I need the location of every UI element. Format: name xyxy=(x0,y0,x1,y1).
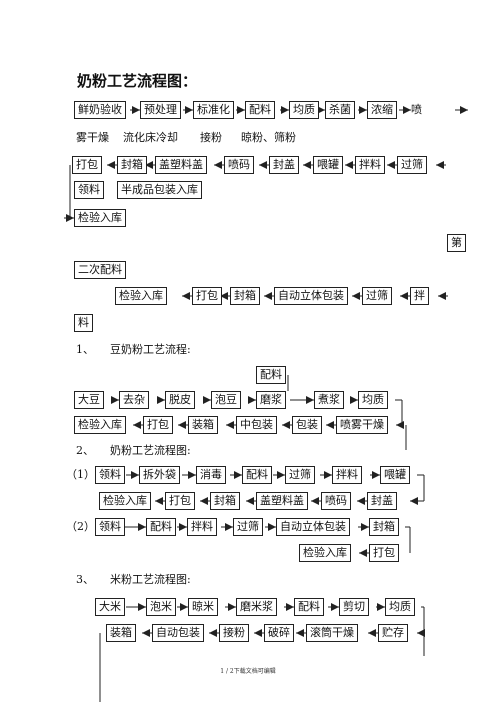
milk-step-pack: 打包 xyxy=(165,492,195,510)
milk-step-mix-2: 拌料 xyxy=(187,518,217,536)
step-homogenize: 均质 xyxy=(289,101,319,119)
milk-step-batching-2: 配料 xyxy=(146,518,176,536)
rice-step-batching: 配料 xyxy=(294,598,324,616)
step-semi-finished-storage: 半成品包装入库 xyxy=(117,181,202,199)
soy-step-homogenize: 均质 xyxy=(358,391,388,409)
soy-step-pack: 打包 xyxy=(143,416,173,434)
step-concentrate: 浓缩 xyxy=(367,101,397,119)
step-auto-packaging: 自动立体包装 xyxy=(274,287,348,305)
rice-step-shear: 剪切 xyxy=(339,598,369,616)
milk-step-material-pickup-2: 领料 xyxy=(95,518,125,536)
step-spray-part2: 雾干燥 xyxy=(76,131,109,144)
page-footer: 1 / 2下载文档可编辑 xyxy=(220,668,276,675)
section2-heading: 奶粉工艺流程图: xyxy=(110,444,191,457)
soy-step-soybean: 大豆 xyxy=(74,391,104,409)
rice-step-grind-slurry: 磨米浆 xyxy=(236,598,277,616)
soy-step-remove-impurities: 去杂 xyxy=(119,391,149,409)
step-inspect-store: 检验入库 xyxy=(74,209,126,227)
step-fluid-bed-cooling: 流化床冷却 xyxy=(123,131,178,144)
rice-step-auto-pack: 自动包装 xyxy=(152,624,204,642)
page-title: 奶粉工艺流程图： xyxy=(77,72,198,90)
step-sterilize: 杀菌 xyxy=(325,101,355,119)
milk-step-seal-lid: 封盖 xyxy=(367,492,397,510)
section1-number: 1、 xyxy=(76,343,94,356)
section2-label-2: （2） xyxy=(66,520,95,533)
step-inkjet-code: 喷码 xyxy=(224,156,254,174)
soy-step-spray-dry: 喷雾干燥 xyxy=(336,416,388,434)
section3-heading: 米粉工艺流程图: xyxy=(110,573,191,586)
rice-step-boxing: 装箱 xyxy=(106,624,136,642)
step-can-feed: 喂罐 xyxy=(313,156,343,174)
step-inspect-store-2: 检验入库 xyxy=(115,287,167,305)
step-spray-part1: 喷 xyxy=(411,103,422,116)
soy-step-mid-pack: 中包装 xyxy=(236,416,277,434)
step-side-label: 第 xyxy=(447,234,466,252)
soy-step-boxing: 装箱 xyxy=(188,416,218,434)
step-seal-box-2: 封箱 xyxy=(230,287,260,305)
soy-step-dehull: 脱皮 xyxy=(165,391,195,409)
rice-step-crush: 破碎 xyxy=(264,624,294,642)
step-sieve-2: 过筛 xyxy=(362,287,392,305)
milk-step-plastic-cap: 盖塑料盖 xyxy=(256,492,308,510)
step-seal-lid: 封盖 xyxy=(269,156,299,174)
step-pack: 打包 xyxy=(72,156,102,174)
milk-step-inspect-store-2: 检验入库 xyxy=(299,544,351,562)
rice-step-homogenize: 均质 xyxy=(385,598,415,616)
rice-step-dry-rice: 晾米 xyxy=(188,598,218,616)
rice-step-drum-dry: 滚筒干燥 xyxy=(306,624,358,642)
milk-step-seal-box-2: 封箱 xyxy=(369,518,399,536)
rice-step-storage: 贮存 xyxy=(378,624,408,642)
section2-number: 2、 xyxy=(76,444,94,457)
milk-step-auto-packaging: 自动立体包装 xyxy=(276,518,350,536)
step-pack-2: 打包 xyxy=(192,287,222,305)
soy-step-soak: 泡豆 xyxy=(211,391,241,409)
milk-step-inkjet-code: 喷码 xyxy=(321,492,351,510)
rice-step-soak: 泡米 xyxy=(146,598,176,616)
step-receive-powder: 接粉 xyxy=(200,131,222,144)
step-batching: 配料 xyxy=(245,101,275,119)
section2-label-1: （1） xyxy=(66,468,95,481)
section3-number: 3、 xyxy=(76,573,94,586)
step-mix-2-part1: 拌 xyxy=(410,287,429,305)
milk-step-remove-bag: 拆外袋 xyxy=(139,466,180,484)
step-standardization: 标准化 xyxy=(193,101,234,119)
step-second-batching: 二次配料 xyxy=(74,261,126,279)
milk-step-inspect-store: 检验入库 xyxy=(99,492,151,510)
milk-step-seal-box: 封箱 xyxy=(210,492,240,510)
soy-step-inspect-store: 检验入库 xyxy=(74,416,126,434)
step-fresh-milk-receiving: 鲜奶验收 xyxy=(74,101,126,119)
step-mix-2-part2: 料 xyxy=(74,314,93,332)
milk-step-sieve-2: 过筛 xyxy=(233,518,263,536)
soy-step-boil: 煮浆 xyxy=(314,391,344,409)
milk-step-disinfect: 消毒 xyxy=(196,466,226,484)
milk-step-pack-2: 打包 xyxy=(369,544,399,562)
step-cool-sieve-powder: 晾粉、筛粉 xyxy=(241,131,296,144)
step-material-pickup: 领料 xyxy=(74,181,104,199)
step-seal-box: 封箱 xyxy=(117,156,147,174)
milk-step-mix: 拌料 xyxy=(332,466,362,484)
soy-step-grind: 磨浆 xyxy=(256,391,286,409)
step-mix: 拌料 xyxy=(355,156,385,174)
rice-step-receive-powder: 接粉 xyxy=(219,624,249,642)
soy-step-batching: 配料 xyxy=(256,366,286,384)
milk-step-can-feed: 喂罐 xyxy=(380,466,410,484)
step-pretreatment: 预处理 xyxy=(140,101,181,119)
rice-step-rice: 大米 xyxy=(95,598,125,616)
step-plastic-cap: 盖塑料盖 xyxy=(155,156,207,174)
milk-step-sieve: 过筛 xyxy=(285,466,315,484)
soy-step-package: 包装 xyxy=(292,416,322,434)
section1-heading: 豆奶粉工艺流程: xyxy=(110,343,191,356)
step-sieve: 过筛 xyxy=(397,156,427,174)
milk-step-material-pickup: 领料 xyxy=(95,466,125,484)
milk-step-batching: 配料 xyxy=(242,466,272,484)
